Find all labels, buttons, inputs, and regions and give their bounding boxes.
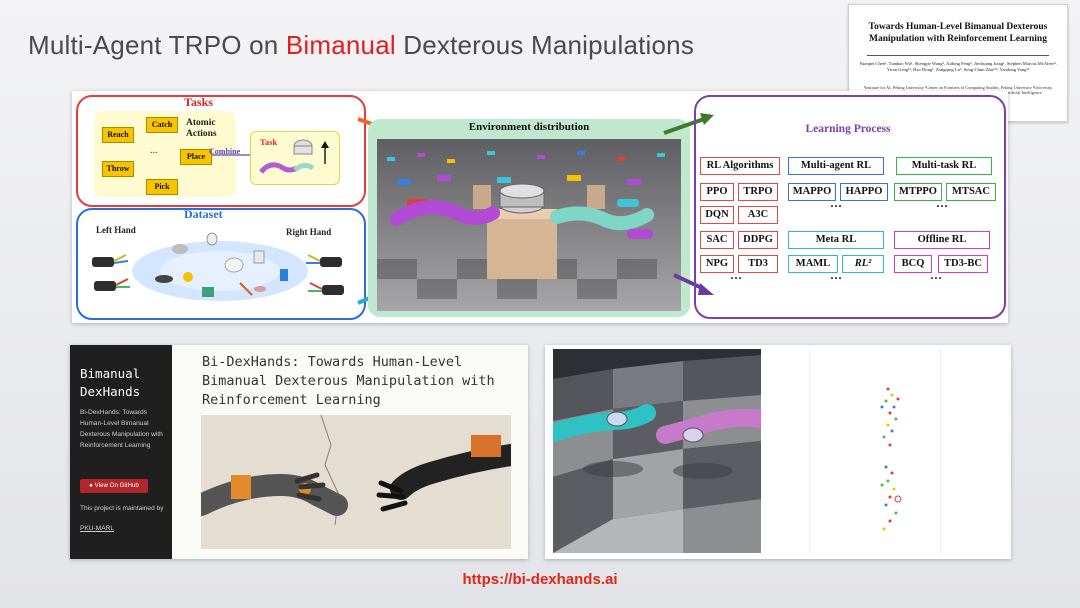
left-hand-label: Left Hand bbox=[96, 225, 136, 235]
algo-rl2: RL² bbox=[842, 255, 884, 273]
algo-a3c: A3C bbox=[738, 206, 778, 224]
dataset-illustration bbox=[92, 232, 344, 301]
algo-ppo: PPO bbox=[700, 183, 734, 201]
website-description: Bi-DexHands: Towards Human-Level Bimanua… bbox=[80, 409, 163, 449]
action-catch: Catch bbox=[146, 117, 178, 133]
environment-scene bbox=[377, 139, 681, 311]
meta-rl-more: ··· bbox=[830, 271, 843, 285]
combine-label: Combine bbox=[209, 147, 241, 156]
algo-td3: TD3 bbox=[738, 255, 778, 273]
simulation-render bbox=[553, 349, 761, 553]
offline-rl-title: Offline RL bbox=[894, 231, 990, 249]
algo-happo: HAPPO bbox=[840, 183, 888, 201]
website-name: Bimanual DexHands bbox=[80, 366, 141, 399]
action-pick: Pick bbox=[146, 179, 178, 195]
robot-hands-image bbox=[201, 415, 511, 549]
point-cloud-view bbox=[809, 349, 941, 553]
right-hand-label: Right Hand bbox=[286, 227, 332, 237]
multi-task-more: ··· bbox=[936, 199, 949, 213]
algo-ddpg: DDPG bbox=[738, 231, 778, 249]
tasks-title: Tasks bbox=[184, 95, 213, 109]
hero-image bbox=[201, 415, 511, 549]
bimanual-sim-image bbox=[553, 349, 761, 553]
point-cloud-image bbox=[880, 387, 902, 531]
project-website: Bimanual DexHands Bi-DexHands: Towards H… bbox=[70, 345, 528, 559]
paper-authors: Yuanpei Chen¹, Tianhao Wu¹, Shengjie Wan… bbox=[859, 61, 1057, 72]
offline-rl-more: ··· bbox=[930, 271, 943, 285]
actions-ellipsis: ... bbox=[150, 145, 158, 156]
atomic-actions-panel: Reach Catch Throw Place Pick ... bbox=[94, 111, 236, 197]
tasks-box bbox=[76, 95, 366, 207]
learning-process-title: Learning Process bbox=[805, 123, 891, 135]
algo-mtsac: MTSAC bbox=[946, 183, 996, 201]
algo-maml: MAML bbox=[788, 255, 838, 273]
title-prefix: Multi-Agent TRPO on bbox=[28, 30, 286, 60]
maintained-by-text: This project is maintained by bbox=[80, 505, 164, 512]
algo-dqn: DQN bbox=[700, 206, 734, 224]
paper-title: Towards Human-Level Bimanual Dexterous M… bbox=[868, 22, 1048, 44]
learning-process-box bbox=[694, 95, 1006, 319]
maintainer-link[interactable]: PKU-MARL bbox=[80, 525, 115, 532]
action-place: Place bbox=[180, 149, 212, 165]
algo-sac: SAC bbox=[700, 231, 734, 249]
multi-agent-more: ··· bbox=[830, 199, 843, 213]
atomic-actions-label: Atomic Actions bbox=[186, 118, 217, 139]
algo-bcq: BCQ bbox=[894, 255, 932, 273]
website-heading: Bi-DexHands: Towards Human-Level Bimanua… bbox=[202, 354, 495, 408]
algo-td3bc: TD3-BC bbox=[938, 255, 988, 273]
view-on-github-button[interactable]: ● View On GitHub bbox=[80, 479, 148, 493]
project-url[interactable]: https://bi-dexhands.ai bbox=[462, 571, 618, 588]
algo-mtppo: MTPPO bbox=[894, 183, 942, 201]
task-example-icon bbox=[259, 139, 329, 174]
task-example-panel bbox=[250, 131, 340, 185]
environment-render bbox=[377, 139, 681, 311]
title-suffix: Dexterous Manipulations bbox=[395, 30, 695, 60]
github-button-label: View On GitHub bbox=[94, 482, 139, 489]
framework-figure: Tasks Reach Catch Throw Place Pick ... A… bbox=[72, 91, 1008, 323]
dataset-title: Dataset bbox=[184, 207, 223, 221]
meta-rl-title: Meta RL bbox=[788, 231, 884, 249]
environment-title: Environment distribution bbox=[468, 121, 590, 133]
flow-arrows-right bbox=[663, 113, 714, 295]
algo-more: ··· bbox=[730, 271, 743, 285]
title-highlight: Bimanual bbox=[285, 30, 396, 60]
algo-trpo: TRPO bbox=[738, 183, 778, 201]
algo-mappo: MAPPO bbox=[788, 183, 836, 201]
multi-task-title: Multi-task RL bbox=[896, 157, 992, 175]
paper-divider bbox=[867, 55, 1049, 56]
algo-npg: NPG bbox=[700, 255, 734, 273]
slide-title: Multi-Agent TRPO on Bimanual Dexterous M… bbox=[28, 30, 694, 61]
action-throw: Throw bbox=[102, 161, 134, 177]
github-icon: ● bbox=[89, 482, 95, 489]
dataset-box bbox=[76, 208, 366, 320]
rl-algorithms-title: RL Algorithms bbox=[700, 157, 780, 175]
task-label: Task bbox=[260, 137, 278, 147]
simulation-panel bbox=[545, 345, 1011, 559]
multi-agent-title: Multi-agent RL bbox=[788, 157, 884, 175]
website-sidebar bbox=[70, 345, 172, 559]
action-reach: Reach bbox=[102, 127, 134, 143]
